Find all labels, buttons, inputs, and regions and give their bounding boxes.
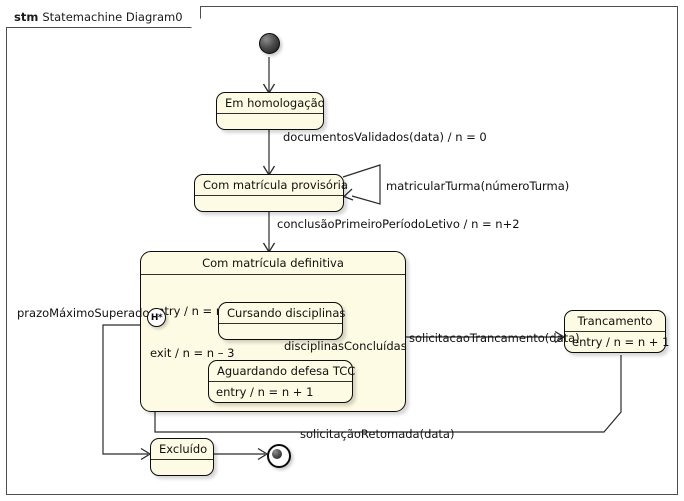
state-cursando-disciplinas-body bbox=[219, 324, 342, 339]
state-separator bbox=[565, 331, 665, 332]
state-separator bbox=[195, 195, 343, 196]
state-aguardando-defesa-tcc-body: entry / n = n + 1 bbox=[216, 385, 314, 399]
state-com-matricula-provisoria-title: Com matrícula provisória bbox=[203, 178, 348, 192]
label-conclusao-primeiro-periodo: conclusãoPrimeiroPeríodoLetivo / n = n+2 bbox=[277, 217, 520, 231]
initial-pseudostate[interactable] bbox=[259, 33, 280, 54]
state-cursando-disciplinas[interactable]: Cursando disciplinas bbox=[218, 302, 346, 340]
edge-self-matricular-turma bbox=[342, 164, 381, 205]
state-cursando-disciplinas-title: Cursando disciplinas bbox=[227, 306, 346, 320]
label-matricular-turma: matricularTurma(númeroTurma) bbox=[386, 179, 570, 193]
state-separator bbox=[209, 381, 352, 382]
label-prazo-maximo-superado: prazoMáximoSuperado bbox=[17, 306, 150, 320]
exit-action-text: exit / n = n – 3 bbox=[150, 346, 235, 361]
diagram-frame-tab bbox=[6, 6, 201, 28]
state-em-homologacao-title: Em homologação bbox=[225, 96, 325, 110]
state-aguardando-defesa-tcc-title: Aguardando defesa TCC bbox=[217, 364, 356, 378]
state-com-matricula-provisoria[interactable]: Com matrícula provisória bbox=[194, 174, 348, 212]
state-separator bbox=[151, 459, 213, 460]
edge-definitiva-to-excluido bbox=[102, 324, 148, 455]
state-separator bbox=[219, 323, 342, 324]
state-com-matricula-definitiva-title: Com matrícula definitiva bbox=[202, 256, 344, 270]
state-trancamento-title: Trancamento bbox=[577, 314, 653, 328]
state-trancamento[interactable]: Trancamento entry / n = n + 1 bbox=[564, 310, 670, 354]
diagram-frame-title: stm Statemachine Diagram0 bbox=[6, 6, 191, 28]
state-excluido[interactable]: Excluído bbox=[150, 438, 214, 476]
diagram-title-text: Statemachine Diagram0 bbox=[42, 10, 183, 24]
label-documentos-validados: documentosValidados(data) / n = 0 bbox=[283, 130, 487, 144]
final-state[interactable] bbox=[267, 444, 291, 468]
state-trancamento-body: entry / n = n + 1 bbox=[572, 335, 670, 349]
state-em-homologacao-body bbox=[217, 114, 323, 129]
arrowhead-matricular-turma bbox=[342, 188, 354, 201]
state-excluido-body bbox=[151, 460, 213, 475]
diagram-frame bbox=[6, 6, 678, 495]
state-excluido-title: Excluído bbox=[159, 442, 208, 456]
label-solicitacao-retomada: solicitaçãoRetomada(data) bbox=[300, 427, 455, 441]
state-com-matricula-provisoria-body bbox=[195, 196, 343, 211]
state-aguardando-defesa-tcc[interactable]: Aguardando defesa TCC entry / n = n + 1 bbox=[208, 360, 356, 404]
label-disciplinas-concluidas: disciplinasConcluídas bbox=[284, 339, 407, 353]
state-em-homologacao[interactable]: Em homologação bbox=[216, 92, 325, 130]
state-separator bbox=[141, 274, 405, 275]
label-solicitacao-trancamento: solicitacaoTrancamento(data) bbox=[409, 331, 580, 345]
state-separator bbox=[217, 113, 323, 114]
diagram-kind-label: stm bbox=[14, 10, 39, 24]
deep-history-pseudostate[interactable]: H* bbox=[147, 308, 166, 327]
